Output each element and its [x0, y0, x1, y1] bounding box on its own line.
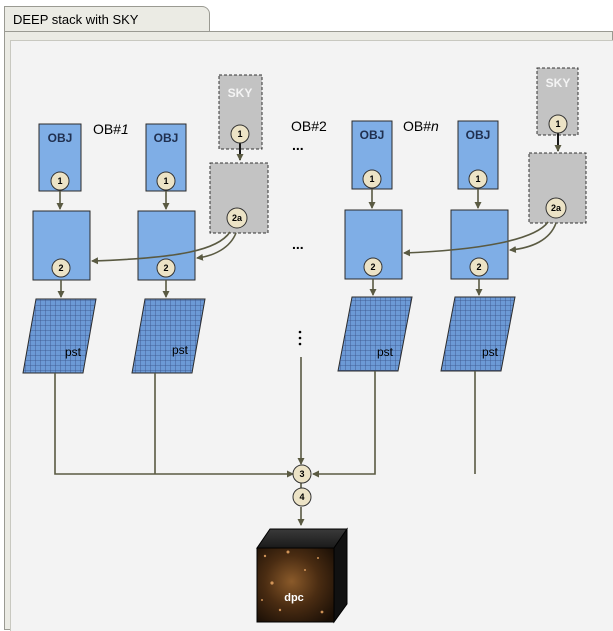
svg-text:1: 1	[475, 174, 480, 184]
step-markers: 1 1 1 1 1 1 2a 2a 2 2 2 2 3 4	[50, 114, 568, 507]
ob2-label: OB#2	[291, 118, 327, 134]
svg-text:1: 1	[163, 176, 168, 186]
svg-text:OBJ: OBJ	[360, 128, 385, 142]
svg-text:pst: pst	[482, 345, 499, 359]
step-1-sky-2: 1	[548, 114, 568, 134]
step-1-obj-3: 1	[362, 169, 382, 189]
svg-text:pst: pst	[65, 345, 82, 359]
step-2-box-2: 2	[156, 258, 176, 278]
ob1-label: OB#1	[93, 121, 129, 137]
step-1-sky-1: 1	[230, 124, 250, 144]
step-4-finalize: 4	[292, 487, 312, 507]
svg-text:pst: pst	[172, 343, 189, 357]
step-2-box-4: 2	[469, 257, 489, 277]
svg-text:3: 3	[299, 469, 304, 479]
svg-text:OBJ: OBJ	[154, 131, 179, 145]
svg-text:4: 4	[299, 492, 304, 502]
svg-text:2a: 2a	[232, 213, 243, 223]
window-tab-title: DEEP stack with SKY	[13, 12, 139, 27]
ellipsis-middle: ...	[292, 236, 304, 252]
step-2a-sky-2: 2a	[545, 197, 567, 219]
svg-text:1: 1	[57, 176, 62, 186]
step-1-obj-2: 1	[156, 171, 176, 191]
pipeline-arrows	[54, 189, 557, 526]
svg-text:SKY: SKY	[228, 86, 253, 100]
svg-text:SKY: SKY	[546, 76, 571, 90]
ellipsis-top: ...	[292, 137, 304, 153]
step-2a-sky-1: 2a	[226, 207, 248, 229]
dpc-cube: dpc	[256, 527, 348, 624]
svg-text:2: 2	[58, 263, 63, 273]
step-2-box-3: 2	[363, 257, 383, 277]
step-1-obj-1: 1	[50, 171, 70, 191]
step-3-combine: 3	[292, 464, 312, 484]
svg-text:1: 1	[555, 119, 560, 129]
svg-text:2: 2	[370, 262, 375, 272]
svg-text:dpc: dpc	[284, 592, 304, 604]
pst-frame-3: pst	[337, 296, 413, 372]
pst-frame-4: pst	[440, 296, 516, 372]
window-tab[interactable]: DEEP stack with SKY	[4, 6, 210, 32]
obn-label: OB#n	[403, 118, 439, 134]
pst-frame-1: pst	[22, 298, 97, 374]
step-2-box-1: 2	[51, 258, 71, 278]
svg-text:pst: pst	[377, 345, 394, 359]
svg-text:1: 1	[237, 129, 242, 139]
svg-text:OBJ: OBJ	[48, 131, 73, 145]
ellipsis-vertical	[298, 330, 302, 346]
svg-text:2a: 2a	[551, 203, 562, 213]
step-1-obj-4: 1	[468, 169, 488, 189]
svg-text:2: 2	[476, 262, 481, 272]
svg-text:2: 2	[163, 263, 168, 273]
sky-arrows	[236, 133, 562, 161]
pst-frame-2: pst	[131, 298, 206, 374]
svg-text:OBJ: OBJ	[466, 128, 491, 142]
svg-text:1: 1	[369, 174, 374, 184]
